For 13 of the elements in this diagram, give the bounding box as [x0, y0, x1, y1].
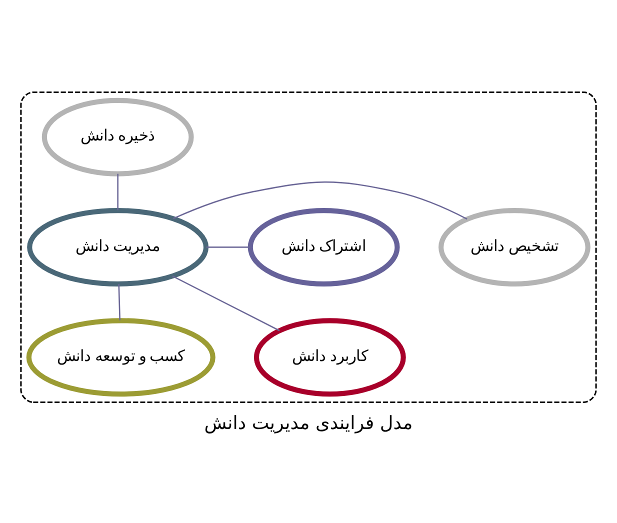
- connector: [117, 174, 118, 210]
- cluster: [20, 91, 597, 403]
- node-ellipse: ذخیره دانش: [42, 98, 194, 176]
- node-ellipse: تشخیص دانش: [438, 208, 590, 286]
- connector: [206, 246, 250, 248]
- caption: مدل فرایندی مدیریت دانش: [204, 413, 413, 434]
- node-ellipse: اشتراک دانش: [248, 208, 400, 286]
- node-ellipse: کسب و توسعه دانش: [26, 318, 216, 397]
- connector: [172, 275, 280, 332]
- connector: [118, 284, 121, 320]
- connector: [173, 181, 468, 220]
- node-ellipse: مدیریت دانش: [27, 208, 209, 286]
- node-ellipse: کاربرد دانش: [254, 318, 406, 397]
